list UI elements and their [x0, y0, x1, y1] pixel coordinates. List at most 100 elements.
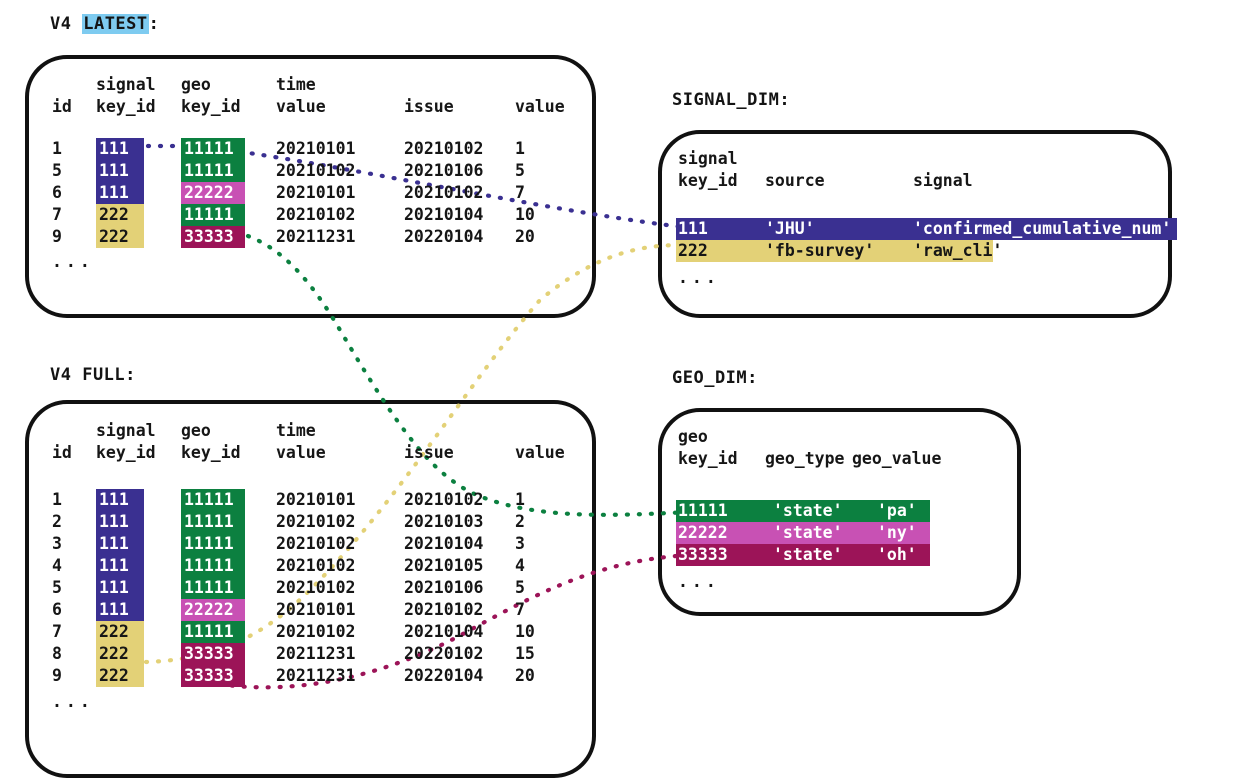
full-hdr-signal: signal — [96, 421, 156, 440]
latest-hdr-signal-keyid: key_id — [96, 97, 156, 116]
full-hdr-signal-keyid: key_id — [96, 443, 156, 462]
table-row: 222 — [96, 204, 144, 226]
caption-geo-dim: GEO_DIM: — [672, 368, 758, 388]
caption-v4-latest: V4 LATEST: — [50, 14, 159, 34]
table-row: 111 — [96, 511, 144, 533]
table-row: 20210102 — [276, 161, 356, 180]
table-row: 11111 — [181, 489, 245, 511]
table-row: 20210104 — [404, 205, 484, 224]
full-hdr-issue: issue — [404, 443, 454, 462]
full-hdr-value: value — [276, 443, 326, 462]
caption-v4-full: V4 FULL: — [50, 365, 136, 385]
caption-latest-suffix: : — [148, 14, 160, 34]
table-row: 33333 — [181, 226, 245, 248]
table-row: 20220104 — [404, 227, 484, 246]
table-row: 20211231 — [276, 666, 356, 685]
table-row: 20210104 — [404, 534, 484, 553]
geo-dim-hdr-geovalue: geo_value — [852, 449, 942, 468]
table-row: 2 — [52, 512, 62, 531]
table-row: 20210102 — [276, 622, 356, 641]
table-row: 'raw_cli' — [913, 241, 1003, 260]
table-row: 5 — [52, 161, 62, 180]
signal-dim-row-highlight-222 — [676, 240, 993, 262]
table-row: 111 — [96, 160, 144, 182]
table-row: 3 — [52, 534, 62, 553]
latest-hdr-geo-keyid: key_id — [181, 97, 241, 116]
table-row: 11111 — [181, 204, 245, 226]
latest-ellipsis: ... — [52, 252, 94, 271]
table-row: 111 — [96, 555, 144, 577]
caption-signal-dim: SIGNAL_DIM: — [672, 90, 791, 110]
table-row: 20210101 — [276, 600, 356, 619]
table-row: 10 — [515, 622, 535, 641]
table-row: 6 — [52, 600, 62, 619]
geo-dim-row-highlight-33333 — [676, 544, 930, 566]
signal-dim-hdr-source: source — [765, 171, 825, 190]
latest-hdr-issue: issue — [404, 97, 454, 116]
table-row: 111 — [96, 577, 144, 599]
latest-hdr-time: time — [276, 75, 316, 94]
table-row: 7 — [52, 205, 62, 224]
geo-dim-hdr-top: geo — [678, 427, 708, 446]
table-row: 7 — [52, 622, 62, 641]
table-row: 11111 — [678, 501, 728, 520]
table-row: 'state' — [773, 545, 843, 564]
table-row: 20220102 — [404, 644, 484, 663]
signal-dim-ellipsis: ... — [678, 268, 720, 287]
table-row: 33333 — [181, 665, 245, 687]
signal-dim-hdr-top: signal — [678, 149, 738, 168]
table-row: 20210102 — [276, 556, 356, 575]
table-row: 5 — [515, 161, 525, 180]
signal-dim-hdr-signal: signal — [913, 171, 973, 190]
table-row: 9 — [52, 227, 62, 246]
latest-hdr-value2: value — [515, 97, 565, 116]
latest-hdr-value: value — [276, 97, 326, 116]
table-row: 20210105 — [404, 556, 484, 575]
table-row: 33333 — [678, 545, 728, 564]
table-row: 1 — [52, 139, 62, 158]
table-row: 4 — [515, 556, 525, 575]
table-row: 1 — [515, 139, 525, 158]
table-row: 22222 — [678, 523, 728, 542]
full-ellipsis: ... — [52, 692, 94, 711]
table-row: 20210102 — [276, 512, 356, 531]
table-row: 11111 — [181, 533, 245, 555]
table-row: 'pa' — [877, 501, 917, 520]
geo-dim-hdr-geotype: geo_type — [765, 449, 845, 468]
table-row: 6 — [52, 183, 62, 202]
table-row: 11111 — [181, 577, 245, 599]
table-row: 7 — [515, 600, 525, 619]
full-hdr-time: time — [276, 421, 316, 440]
table-row: 11111 — [181, 621, 245, 643]
signal-dim-hdr-keyid: key_id — [678, 171, 738, 190]
table-row: 20210102 — [404, 490, 484, 509]
geo-dim-hdr-keyid: key_id — [678, 449, 738, 468]
full-hdr-geo-keyid: key_id — [181, 443, 241, 462]
table-row: 11111 — [181, 138, 245, 160]
table-row: 1 — [52, 490, 62, 509]
table-row: 7 — [515, 183, 525, 202]
table-row: 33333 — [181, 643, 245, 665]
table-row: 20210106 — [404, 578, 484, 597]
table-row: 5 — [52, 578, 62, 597]
table-row: 111 — [96, 489, 144, 511]
table-row: 20211231 — [276, 644, 356, 663]
table-row: 222 — [96, 643, 144, 665]
table-row: 1 — [515, 490, 525, 509]
latest-hdr-signal: signal — [96, 75, 156, 94]
table-row: 222 — [678, 241, 708, 260]
table-row: 222 — [96, 665, 144, 687]
table-row: 20220104 — [404, 666, 484, 685]
table-row: 'oh' — [877, 545, 917, 564]
table-row: 'JHU' — [765, 219, 815, 238]
table-row: 20 — [515, 666, 535, 685]
table-row: 20210102 — [404, 139, 484, 158]
table-row: 15 — [515, 644, 535, 663]
table-row: 111 — [96, 599, 144, 621]
signal-dim-row-highlight-111 — [676, 218, 1177, 240]
table-row: 20210106 — [404, 161, 484, 180]
table-row: 111 — [96, 533, 144, 555]
table-row: 20210101 — [276, 490, 356, 509]
table-row: 'state' — [773, 523, 843, 542]
table-row: 22222 — [181, 599, 245, 621]
